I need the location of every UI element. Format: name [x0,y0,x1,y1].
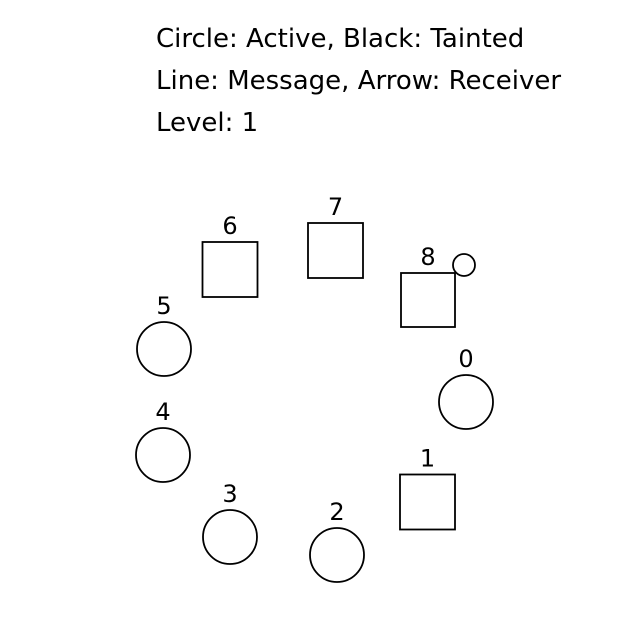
node-3-active-circle [202,509,258,565]
legend: Circle: Active, Black: Tainted Line: Mes… [156,18,561,144]
node-1: 1 [399,445,456,531]
legend-edges-line: Line: Message, Arrow: Receiver [156,66,562,96]
node-5-label: 5 [156,292,171,320]
node-5-active-circle [136,321,192,377]
node-8-label: 8 [420,243,435,271]
node-4-label: 4 [155,398,170,426]
node-2: 2 [309,498,365,583]
node-6: 6 [201,212,259,298]
node-0: 0 [438,345,494,430]
node-0-label: 0 [458,345,473,373]
node-8: 8 [400,243,456,328]
node-5: 5 [136,292,192,377]
node-0-active-circle [438,374,494,430]
node-7: 7 [307,193,364,279]
node-4-active-circle [135,427,191,483]
legend-level-line: Level: 1 [156,108,259,138]
node-1-label: 1 [420,445,435,473]
node-7-label: 7 [328,193,343,221]
node-3-label: 3 [222,480,237,508]
node-8-square [400,272,456,328]
node-3: 3 [202,480,258,565]
small-circle-marker [452,253,476,277]
node-6-square [201,241,259,298]
node-4: 4 [135,398,191,483]
node-1-square [399,473,456,531]
legend-shapes-line: Circle: Active, Black: Tainted [156,24,525,54]
node-2-label: 2 [329,498,344,526]
node-2-active-circle [309,527,365,583]
node-6-label: 6 [222,212,237,240]
node-7-square [307,222,364,279]
